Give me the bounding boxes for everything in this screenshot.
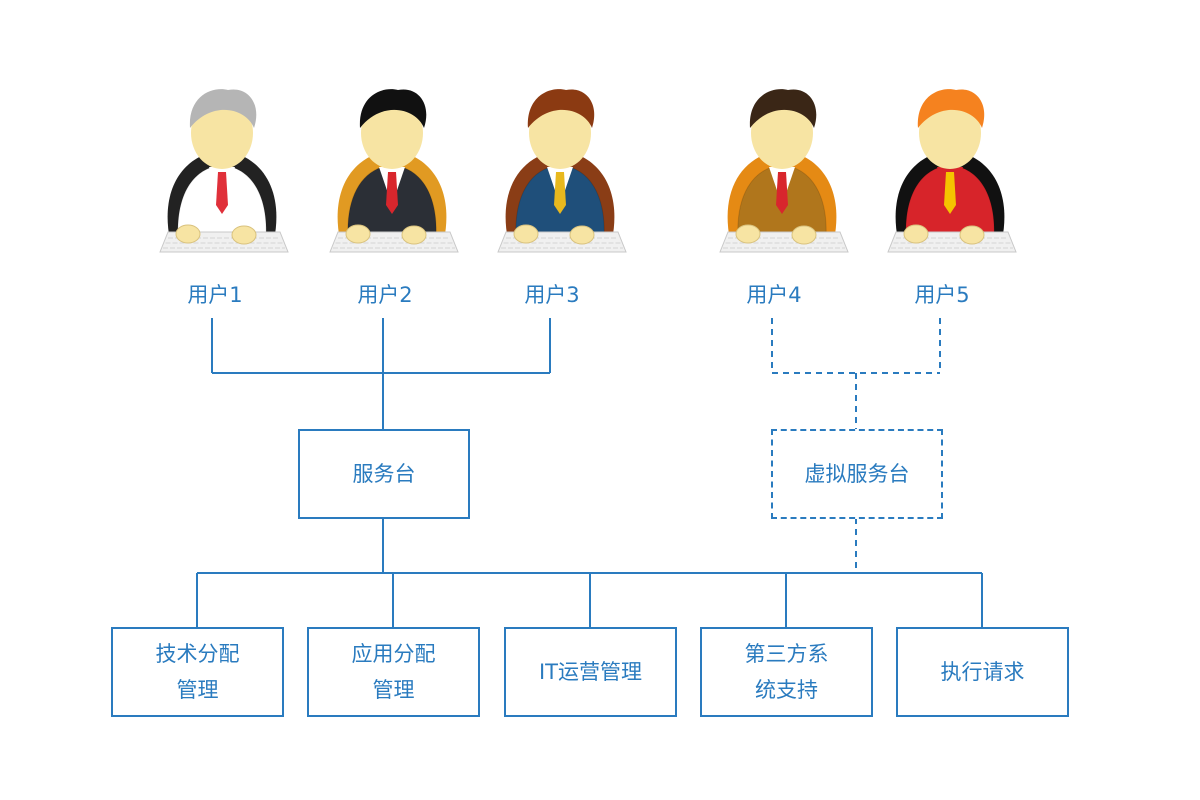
- user-label: 用户4: [746, 283, 802, 307]
- function-box-it-operations: IT运营管理: [504, 627, 677, 717]
- tie: [944, 172, 956, 214]
- left-hand: [175, 224, 201, 244]
- service-desk-label: 服务台: [352, 462, 416, 486]
- virtual-service-desk-label: 虚拟服务台: [804, 462, 910, 486]
- function-line: IT运营管理: [538, 660, 643, 684]
- user-label: 用户2: [357, 283, 413, 307]
- user-illustrations: [159, 89, 1017, 253]
- user-figure-4: [719, 89, 849, 253]
- hair: [749, 89, 817, 128]
- left-hand: [513, 224, 539, 244]
- head: [191, 97, 253, 169]
- function-line: 管理: [372, 678, 415, 702]
- right-hand: [401, 225, 427, 245]
- head: [919, 97, 981, 169]
- hair: [527, 89, 595, 128]
- tie: [386, 172, 398, 214]
- function-box-tech-allocation: 技术分配 管理: [111, 627, 284, 717]
- right-hand: [959, 225, 985, 245]
- tie: [776, 172, 788, 214]
- function-box-app-allocation: 应用分配 管理: [307, 627, 480, 717]
- function-line: 统支持: [755, 678, 818, 702]
- left-hand: [735, 224, 761, 244]
- hair: [189, 89, 257, 128]
- user-figure-5: [887, 89, 1017, 253]
- function-box-third-party-support: 第三方系 统支持: [700, 627, 873, 717]
- tie: [554, 172, 566, 214]
- hair: [359, 89, 427, 128]
- user-label: 用户5: [914, 283, 970, 307]
- function-line: 管理: [176, 678, 219, 702]
- function-line: 第三方系: [744, 642, 829, 666]
- function-line: 执行请求: [940, 660, 1025, 684]
- hair: [917, 89, 985, 128]
- head: [361, 97, 423, 169]
- connector-lines: [196, 318, 983, 628]
- user-label: 用户3: [524, 283, 580, 307]
- user-figure-1: [159, 89, 289, 253]
- left-hand: [903, 224, 929, 244]
- tie: [216, 172, 228, 214]
- user-label: 用户1: [187, 283, 243, 307]
- head: [529, 97, 591, 169]
- function-box-execute-request: 执行请求: [896, 627, 1069, 717]
- head: [751, 97, 813, 169]
- virtual-service-desk-box: 虚拟服务台: [771, 429, 943, 519]
- right-hand: [569, 225, 595, 245]
- function-line: 技术分配: [155, 642, 240, 666]
- right-hand: [231, 225, 257, 245]
- right-hand: [791, 225, 817, 245]
- function-line: 应用分配: [351, 642, 436, 666]
- service-desk-box: 服务台: [298, 429, 470, 519]
- left-hand: [345, 224, 371, 244]
- user-figure-3: [497, 89, 627, 253]
- user-figure-2: [329, 89, 459, 253]
